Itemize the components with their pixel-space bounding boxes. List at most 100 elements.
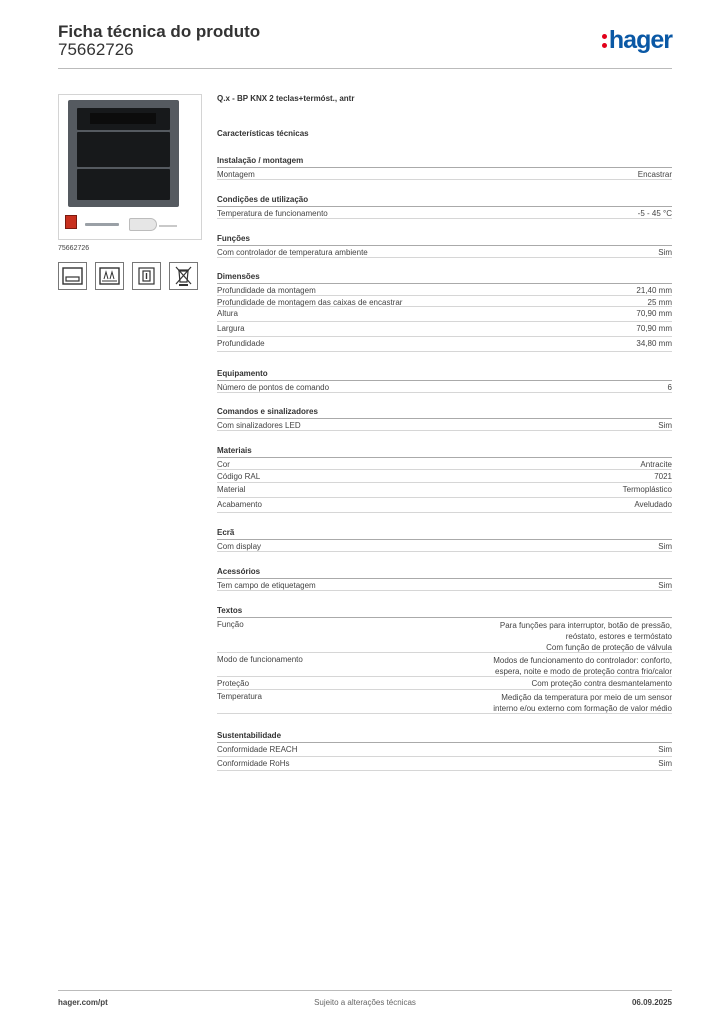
spec-value: 25 mm	[647, 298, 672, 307]
spec-row: Modo de funcionamento Modos de funcioname…	[217, 653, 672, 677]
spec-value: Sim	[658, 581, 672, 590]
section-divider	[217, 617, 672, 618]
document-title: Ficha técnica do produto	[58, 22, 261, 41]
spec-value: Medição da temperatura por meio de um se…	[493, 693, 672, 713]
hager-logo[interactable]: hager	[601, 26, 673, 55]
spec-value: Encastrar	[637, 170, 672, 179]
spec-row: Cor Antracite	[217, 458, 672, 470]
spec-row: Conformidade RoHs Sim	[217, 757, 672, 771]
spec-row: Temperatura Medição da temperatura por me…	[217, 690, 672, 714]
spec-value: 34,80 mm	[636, 339, 672, 348]
section-title: Acessórios	[217, 567, 261, 576]
spec-label: Com controlador de temperatura ambiente	[217, 248, 368, 257]
spec-label: Profundidade da montagem	[217, 286, 316, 295]
spec-label: Acabamento	[217, 500, 262, 509]
spec-label: Código RAL	[217, 472, 261, 481]
spec-label: Modo de funcionamento	[217, 655, 303, 664]
spec-label: Tem campo de etiquetagem	[217, 581, 316, 590]
section-divider	[217, 167, 672, 168]
section-title: Instalação / montagem	[217, 156, 304, 165]
section-title: Dimensões	[217, 272, 260, 281]
certification-icons	[58, 262, 202, 290]
spec-label: Com display	[217, 542, 262, 551]
section-divider	[217, 418, 672, 419]
section-divider	[217, 206, 672, 207]
spec-label: Profundidade de montagem das caixas de e…	[217, 298, 403, 307]
spec-value: 6	[667, 383, 672, 392]
spec-row: Largura 70,90 mm	[217, 322, 672, 337]
spec-row: Profundidade 34,80 mm	[217, 337, 672, 352]
spec-row: Acabamento Aveludado	[217, 498, 672, 513]
spec-label: Temperatura	[217, 692, 262, 701]
wall-plug-illustration	[129, 218, 157, 231]
spec-value: 21,40 mm	[636, 286, 672, 295]
footer-date: 06.09.2025	[631, 998, 672, 1007]
spec-value: 70,90 mm	[636, 324, 672, 333]
section-title: Sustentabilidade	[217, 731, 282, 740]
section-divider	[217, 578, 672, 579]
spec-row: Com display Sim	[217, 540, 672, 552]
spec-value: Modos de funcionamento do controlador: c…	[493, 656, 672, 676]
section-title: Condições de utilização	[217, 195, 309, 204]
spec-label: Cor	[217, 460, 230, 469]
section-title: Materiais	[217, 446, 252, 455]
page-header: Ficha técnica do produto 75662726 hager	[58, 22, 673, 70]
header-divider	[58, 68, 672, 69]
spec-row: Profundidade da montagem 21,40 mm	[217, 284, 672, 296]
spec-value: Sim	[658, 421, 672, 430]
footer-website-link[interactable]: hager.com/pt	[58, 998, 108, 1007]
spec-row: Montagem Encastrar	[217, 168, 672, 180]
section-title: Equipamento	[217, 369, 268, 378]
spec-value: Sim	[658, 745, 672, 754]
push-button-device-illustration	[68, 100, 179, 207]
footer-disclaimer: Sujeito a alterações técnicas	[314, 998, 416, 1007]
spec-label: Montagem	[217, 170, 255, 179]
spec-value: Sim	[658, 759, 672, 768]
section-title: Ecrã	[217, 528, 235, 537]
logo-text: hager	[608, 26, 673, 54]
image-reference: 75662726	[58, 245, 90, 252]
spec-value: Sim	[658, 542, 672, 551]
spec-label: Material	[217, 485, 246, 494]
spec-label: Conformidade RoHs	[217, 759, 290, 768]
section-title: Textos	[217, 606, 243, 615]
product-name: Q.x - BP KNX 2 teclas+termóst., antr	[217, 94, 355, 103]
product-code: 75662726	[58, 40, 134, 59]
spec-label: Largura	[217, 324, 245, 333]
section-divider	[217, 245, 672, 246]
product-image[interactable]	[58, 94, 202, 240]
spec-value: 7021	[654, 472, 672, 481]
section-divider	[217, 380, 672, 381]
spec-value: Sim	[658, 248, 672, 257]
sliding-window-icon	[95, 262, 124, 290]
footer-divider	[58, 990, 672, 991]
section-divider	[217, 539, 672, 540]
spec-row: Profundidade de montagem das caixas de e…	[217, 296, 672, 307]
spec-label: Conformidade REACH	[217, 745, 298, 754]
section-title: Comandos e sinalizadores	[217, 407, 318, 416]
spec-label: Proteção	[217, 679, 250, 688]
spec-row: Com controlador de temperatura ambiente S…	[217, 246, 672, 258]
spec-value: Termoplástico	[622, 485, 672, 494]
screw-illustration	[85, 223, 119, 226]
section-divider	[217, 742, 672, 743]
spec-row: Material Termoplástico	[217, 483, 672, 498]
spec-value: -5 - 45 °C	[637, 209, 672, 218]
spec-value: Antracite	[640, 460, 672, 469]
spec-row: Número de pontos de comando 6	[217, 381, 672, 393]
spec-row: Temperatura de funcionamento -5 - 45 °C	[217, 207, 672, 219]
spec-label: Profundidade	[217, 339, 265, 348]
spec-label: Função	[217, 620, 244, 629]
technical-characteristics-title: Características técnicas	[217, 129, 309, 138]
section-divider	[217, 283, 672, 284]
clamp-terminal-icon	[132, 262, 161, 290]
section-divider	[217, 457, 672, 458]
spec-label: Número de pontos de comando	[217, 383, 330, 392]
spec-label: Temperatura de funcionamento	[217, 209, 328, 218]
spec-row: Código RAL 7021	[217, 470, 672, 483]
spec-value: Aveludado	[634, 500, 672, 509]
